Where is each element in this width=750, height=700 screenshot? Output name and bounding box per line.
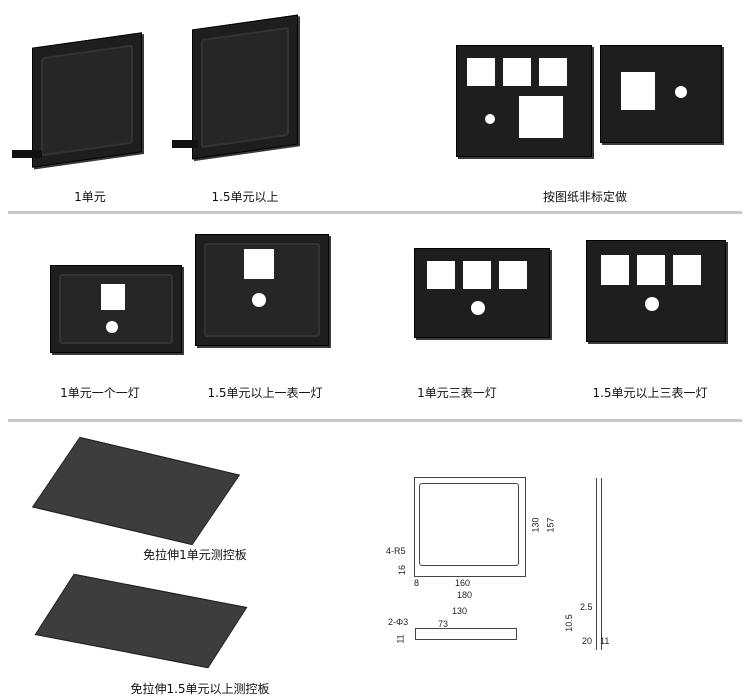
tray-1-unit <box>31 436 241 546</box>
label-tray-2: 免拉伸1.5单元以上测控板 <box>130 682 270 696</box>
label-r2-1: 1单元一个一灯 <box>60 386 140 400</box>
divider <box>8 419 742 422</box>
label-tray-1: 免拉伸1单元测控板 <box>143 548 247 562</box>
panel-1-unit <box>32 32 142 168</box>
panel-1-unit-3-meters-1-lamp <box>414 248 550 338</box>
panel-1-unit-1-meter-1-lamp <box>50 265 182 353</box>
panel-1-5-unit-3-meters-1-lamp <box>586 240 726 342</box>
label-1-5-unit: 1.5单元以上 <box>211 190 279 204</box>
label-1-unit: 1单元 <box>74 190 106 204</box>
label-r2-3: 1单元三表一灯 <box>417 386 497 400</box>
panel-custom-b <box>600 45 722 143</box>
divider <box>8 211 742 214</box>
panel-custom-a <box>456 45 592 157</box>
label-custom: 按图纸非标定做 <box>542 190 627 204</box>
panel-foot <box>12 150 42 158</box>
panel-1-5-unit <box>192 14 298 160</box>
label-r2-4: 1.5单元以上三表一灯 <box>592 386 708 400</box>
panel-1-5-unit-1-meter-1-lamp <box>195 234 329 346</box>
panel-foot <box>172 140 198 148</box>
label-r2-2: 1.5单元以上一表一灯 <box>207 386 323 400</box>
tray-1-5-unit <box>34 573 248 669</box>
